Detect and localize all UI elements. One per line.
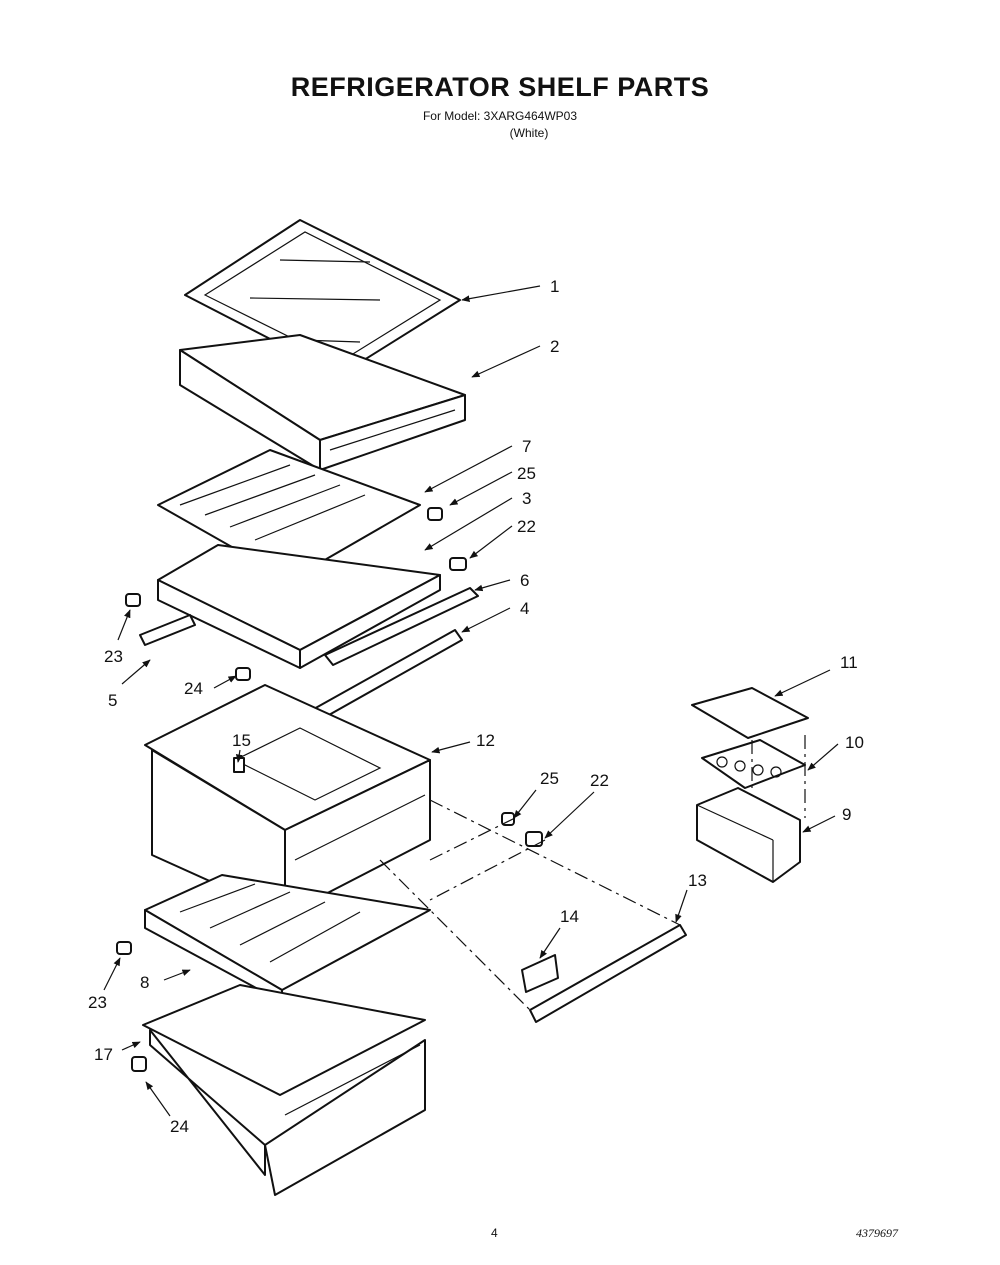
part-14-clip — [521, 954, 559, 993]
part-15-clip — [233, 757, 245, 773]
part-12-crisper-pan — [144, 684, 431, 916]
callout-6: 6 — [520, 571, 529, 590]
part-22-screw-lower — [525, 831, 543, 847]
part-24-screw-lower — [131, 1056, 147, 1072]
part-13-cover-plate — [529, 924, 687, 1023]
callout-22-lower: 22 — [590, 771, 609, 790]
part-8-lower-shelf — [144, 874, 431, 1003]
leader-lines — [103, 285, 839, 1117]
callout-14: 14 — [560, 907, 579, 926]
callout-7: 7 — [522, 437, 531, 456]
callout-24: 24 — [184, 679, 203, 698]
part-24-screw — [235, 667, 251, 681]
part-17-lower-pan — [142, 984, 426, 1196]
callout-4: 4 — [520, 599, 529, 618]
model-number: For Model: 3XARG464WP03 — [422, 109, 578, 123]
assembly-lines — [379, 735, 806, 1011]
callout-13: 13 — [688, 871, 707, 890]
callout-10: 10 — [845, 733, 864, 752]
callout-5: 5 — [108, 691, 117, 710]
part-11-egg-lid — [691, 687, 809, 739]
callout-25-lower: 25 — [540, 769, 559, 788]
callout-3: 3 — [522, 489, 531, 508]
callout-23-lower: 23 — [88, 993, 107, 1012]
callout-2: 2 — [550, 337, 559, 356]
callout-25: 25 — [517, 464, 536, 483]
callout-22: 22 — [517, 517, 536, 536]
page-number: 4 — [491, 1226, 498, 1240]
callout-12: 12 — [476, 731, 495, 750]
part-9-egg-bin — [696, 787, 801, 883]
callout-11: 11 — [840, 653, 858, 672]
callout-8: 8 — [140, 973, 149, 992]
callout-15: 15 — [232, 731, 251, 750]
page-title: REFRIGERATOR SHELF PARTS — [290, 72, 710, 102]
part-6-rail — [324, 587, 479, 666]
callout-1: 1 — [550, 277, 559, 296]
part-10-egg-tray — [701, 739, 806, 789]
part-23-screw-lower — [116, 941, 132, 955]
callout-17: 17 — [94, 1045, 113, 1064]
part-25-screw — [427, 507, 443, 521]
color-variant: (White) — [509, 126, 549, 140]
document-number: 4379697 — [856, 1226, 898, 1240]
callout-24-lower: 24 — [170, 1117, 189, 1136]
part-23-screw — [125, 593, 141, 607]
part-5-support — [139, 614, 196, 646]
part-2-deli-tray — [179, 334, 466, 471]
callout-9: 9 — [842, 805, 851, 824]
callout-labels: 1 2 7 25 3 22 6 4 23 5 24 11 10 9 12 15 … — [88, 277, 864, 1136]
part-3-shelf-frame — [157, 544, 441, 669]
callout-23: 23 — [104, 647, 123, 666]
part-22-screw — [449, 557, 467, 571]
